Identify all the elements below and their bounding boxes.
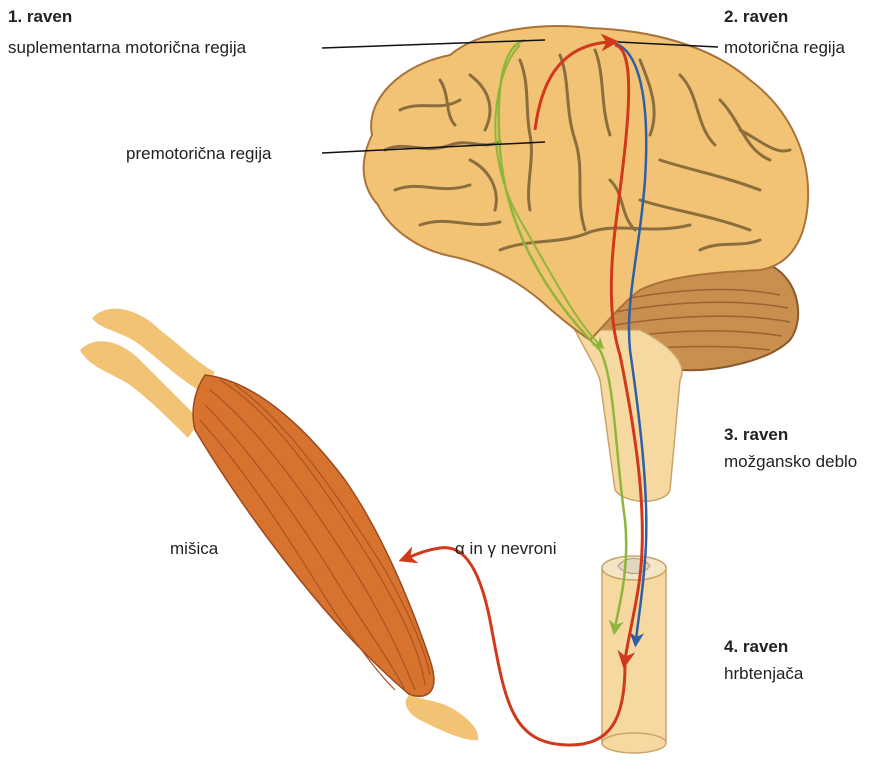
muscle xyxy=(80,309,478,741)
distal-tendon xyxy=(406,695,479,740)
level-3-number: 3. raven xyxy=(724,425,788,445)
premotor-label: premotorična regija xyxy=(126,144,272,164)
muscle-belly xyxy=(193,375,434,696)
level-3-name: možgansko deblo xyxy=(724,452,857,472)
level-1-number: 1. raven xyxy=(8,7,72,27)
level-4-number: 4. raven xyxy=(724,637,788,657)
neurons-label: α in γ nevroni xyxy=(455,539,557,559)
muscle-label: mišica xyxy=(170,539,218,559)
spinal-cord xyxy=(602,556,666,753)
level-1-name: suplementarna motorična regija xyxy=(8,38,246,58)
level-2-number: 2. raven xyxy=(724,7,788,27)
brainstem xyxy=(575,330,682,501)
level-4-name: hrbtenjača xyxy=(724,664,803,684)
level-2-name: motorična regija xyxy=(724,38,845,58)
